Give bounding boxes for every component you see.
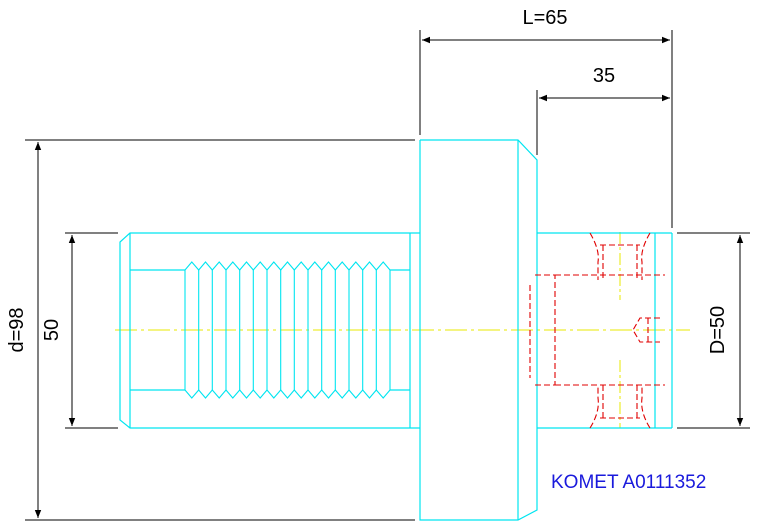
shank-outline: [119, 232, 420, 429]
serration-top-edge: [184, 261, 391, 271]
flange-outline: [419, 139, 538, 521]
hidden-lines: [529, 232, 665, 429]
brand-part-number: KOMET A0111352: [551, 472, 706, 493]
bore-diameter-label: D=50: [707, 306, 729, 354]
serration-bottom-edge: [184, 389, 391, 399]
partial-length-dimension-label: 35: [593, 65, 615, 87]
flange-diameter-label: d=98: [6, 307, 28, 352]
dimension-lines: [25, 30, 750, 521]
shank-diameter-label: 50: [41, 319, 63, 341]
serrated-section: [184, 261, 391, 399]
length-dimension-label: L=65: [522, 7, 567, 29]
